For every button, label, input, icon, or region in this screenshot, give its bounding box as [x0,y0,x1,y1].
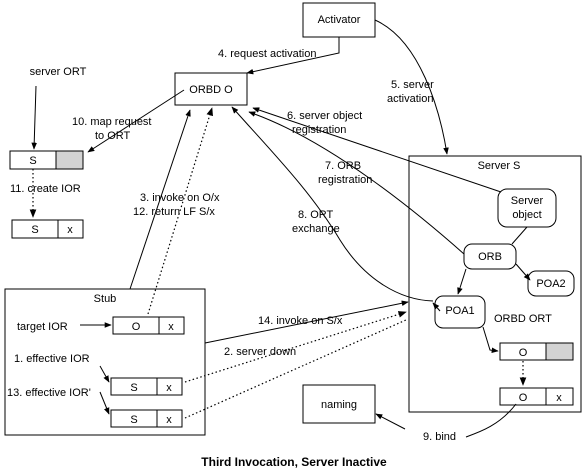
label-step8-line2: exchange [292,223,340,235]
server-label: Server S [478,160,521,172]
server-object-line2: object [512,209,541,221]
arrow-effective-ior [99,365,110,383]
server-ort-s: S [29,155,36,167]
arrow-server-activation [374,19,449,155]
arrow-ort-exchange [231,106,434,302]
arrow-bind-line [465,403,517,438]
arrow-invoke-o [129,109,191,290]
target-ior-o: O [132,321,141,333]
target-ior-x: x [168,321,174,333]
arrow-effective-ior13 [99,391,110,415]
effective-ior13-s: S [130,414,137,426]
naming-box: naming [302,384,376,424]
label-step6-line2: registration [292,124,346,136]
arrow-orb-poa2 [515,263,531,281]
orb-node: ORB [463,243,517,270]
stub-effective-ior13-label: 13. effective IOR' [7,387,91,399]
stub-label: Stub [94,293,117,305]
orbd-ort2-x: x [556,392,562,404]
effective-ior-x: x [166,382,172,394]
effective-ior13-row: S x [110,409,183,428]
poa2-node: POA2 [527,270,575,297]
label-step6-line1: 6. server object [287,110,362,122]
label-step7-line2: registration [318,174,372,186]
arrow-bind [375,413,406,430]
label-step5-line2: activation [387,93,433,105]
label-step2: 2. server down [224,346,296,358]
effective-ior-s: S [130,382,137,394]
created-ior-row: S x [11,219,84,239]
label-step14: 14. invoke on S/x [258,315,343,327]
poa1-label: POA1 [445,305,474,317]
label-step9: 9. bind [423,431,456,443]
arrow-orb-poa1 [457,268,467,295]
orbd-label: ORBD O [189,84,233,96]
created-ior-x: x [67,224,73,236]
server-ort-row: S [9,150,84,170]
orbd-ort-shaded-cell [545,342,574,361]
label-step12: 12. return LF S/x [133,206,215,218]
orb-label: ORB [478,251,502,263]
link-orb-server-object [511,226,528,245]
label-step10-line1: 10. map request [72,116,152,128]
target-ior-row: O x [112,316,185,335]
orbd-ort2-o: O [519,392,528,404]
naming-label: naming [321,399,357,411]
arrow-poa1-ort [482,326,499,353]
label-step4: 4. request activation [218,48,316,60]
arrow-request-activation [246,37,340,75]
dotted-server-down [184,311,407,383]
label-step8-line1: 8. ORT [298,209,334,221]
orbd-ort-label: ORBD ORT [494,313,552,325]
poa2-label: POA2 [536,278,565,290]
dotted-server-down-2 [184,319,407,419]
poa1-node: POA1 [434,295,486,329]
server-ort-shaded-cell [55,150,84,170]
server-object-node: Server object [497,188,557,228]
arrow-ort-exchange-return [432,302,441,312]
stub-target-ior-label: target IOR [17,321,68,333]
arrow-server-object-registration [252,107,502,193]
stub-effective-ior-label: 1. effective IOR [14,353,90,365]
effective-ior13-x: x [166,414,172,426]
arrow-orb-registration [248,111,465,255]
label-step10-line2: to ORT [95,130,131,142]
label-step5-line1: 5. server [391,79,434,91]
arrow-map-request [87,89,185,153]
orbd-ort-row: O [499,342,574,361]
orbd-ort-o: O [519,347,528,359]
label-step7-line1: 7. ORB [325,160,361,172]
server-object-line1: Server [511,195,544,207]
orbd-ort-row2: O x [499,387,574,406]
arrow-invoke-s [204,300,409,344]
effective-ior-row: S x [110,377,183,396]
arrow-server-ort [31,85,37,150]
label-step11: 11. create IOR [10,183,81,195]
created-ior-s: S [31,224,38,236]
activator-label: Activator [318,14,361,26]
activator-box: Activator [302,2,376,38]
orbd-box: ORBD O [174,72,248,106]
diagram-caption: Third Invocation, Server Inactive [201,455,387,469]
label-step3: 3. invoke on O/x [140,192,220,204]
server-ort-label: server ORT [30,66,87,78]
